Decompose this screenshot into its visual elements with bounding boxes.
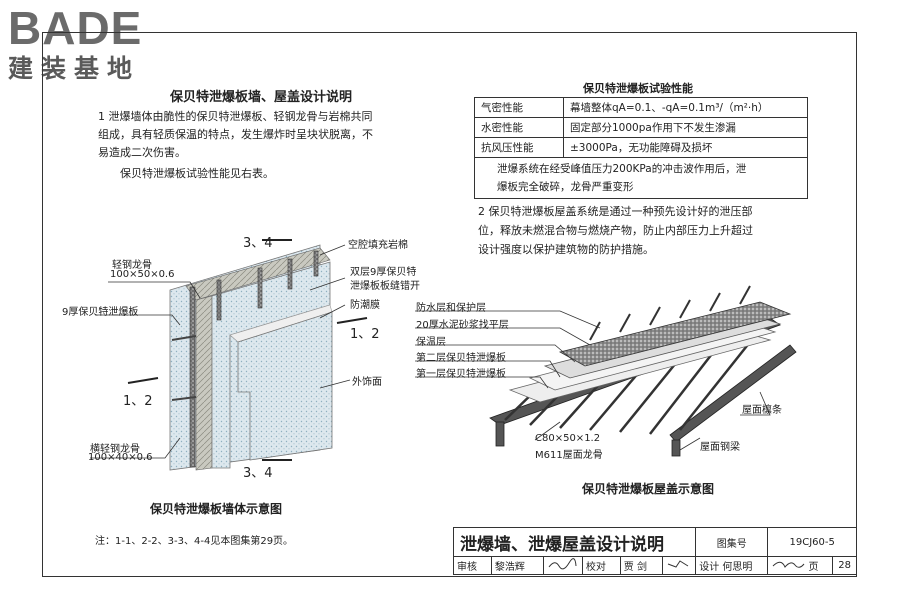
label-cross-keel-size: 100×40×0.6	[88, 452, 153, 463]
horizontal-keels	[171, 335, 197, 401]
design-label: 设计	[699, 562, 720, 573]
label-finish: 外饰面	[352, 377, 382, 388]
drawing-frame	[42, 32, 857, 577]
design-name: 何思明	[722, 562, 753, 573]
para2-line2: 位，释放未燃混合物与燃烧产物，防止内部压力上升超过	[478, 224, 753, 237]
label-waterproof: 防水层和保护层	[416, 303, 486, 314]
label-cavity: 空腔填充岩棉	[348, 240, 408, 251]
check-label: 校对	[581, 556, 621, 575]
leader-lines	[90, 244, 351, 459]
design-cell: 设计 何思明	[695, 556, 769, 575]
section-title: 保贝特泄爆板墙、屋盖设计说明	[170, 90, 353, 105]
review-name: 黎浩辉	[490, 556, 544, 575]
roof-top-rods	[589, 285, 751, 341]
table-row: 抗风压性能 ±3000Pa，无功能障碍及损坏	[474, 137, 808, 158]
label-board-9: 9厚保贝特泄爆板	[62, 307, 139, 318]
signature-icon	[548, 558, 577, 570]
label-keel-name: M611屋面龙骨	[535, 450, 603, 461]
label-light-keel-size: 100×50×0.6	[110, 269, 175, 280]
label-12-right: 1、2	[350, 327, 380, 342]
para1-line1: 1 泄爆墙体由脆性的保贝特泄爆板、轻钢龙骨与岩棉共同	[98, 110, 373, 123]
steel-studs	[189, 250, 319, 468]
label-moisture: 防潮膜	[350, 300, 380, 311]
title-block: 泄爆墙、泄爆屋盖设计说明 图集号 19CJ60-5 审核 黎浩辉 校对 贾 剑 …	[452, 527, 857, 575]
page-label: 页	[808, 562, 819, 573]
para1-line3: 易造成二次伤害。	[98, 146, 186, 159]
review-label: 审核	[453, 556, 492, 575]
para2-line1: 2 保贝特泄爆板屋盖系统是通过一种预先设计好的泄压部	[478, 205, 753, 218]
atlas-number: 19CJ60-5	[767, 527, 857, 557]
para2-line3: 设计强度以保护建筑物的防护措施。	[478, 243, 654, 256]
para1-line4: 保贝特泄爆板试验性能见右表。	[120, 167, 274, 180]
drawing-title: 泄爆墙、泄爆屋盖设计说明	[452, 527, 697, 557]
signature-icon	[668, 560, 689, 568]
label-mortar: 20厚水泥砂浆找平层	[416, 320, 509, 331]
label-34-bottom: 3、4	[243, 466, 273, 481]
page-number: 28	[832, 556, 857, 575]
roof-mortar	[558, 301, 792, 367]
row-label: 抗风压性能	[474, 137, 564, 158]
review-signature	[542, 556, 583, 575]
label-purlin: 屋面檩条	[742, 405, 782, 416]
brand-logo: BADE 建装基地	[8, 4, 142, 84]
label-light-keel: 轻钢龙骨	[112, 260, 152, 271]
label-layer1: 第一层保贝特泄爆板	[416, 369, 506, 380]
note-line1: 泄爆系统在经受峰值压力200KPa的冲击波作用后，泄	[497, 163, 747, 175]
check-signature	[662, 556, 697, 575]
table-note: 泄爆系统在经受峰值压力200KPa的冲击波作用后，泄 爆板完全破碎，龙骨严重变形	[474, 157, 808, 199]
check-name: 贾 剑	[619, 556, 664, 575]
para1-line2: 组成，具有轻质保温的特点，发生爆炸时呈块状脱离，不	[98, 128, 373, 141]
atlas-label: 图集号	[695, 527, 769, 557]
label-beam: 屋面钢梁	[700, 442, 740, 453]
signature-row: 审核 黎浩辉 校对 贾 剑 设计 何思明 页 28	[453, 556, 857, 575]
design-signature-cell: 页	[767, 556, 834, 575]
label-insulation: 保温层	[416, 337, 446, 348]
title-row: 泄爆墙、泄爆屋盖设计说明 图集号 19CJ60-5	[452, 527, 857, 557]
label-34-top: 3、4	[243, 236, 273, 251]
note-line2: 爆板完全破碎，龙骨严重变形	[497, 181, 634, 193]
wall-caption: 保贝特泄爆板墙体示意图	[150, 502, 283, 516]
roof-leader-lines	[415, 310, 771, 451]
logo-subtext: 建装基地	[8, 54, 141, 83]
signature-icon	[772, 561, 805, 568]
label-keel-size: C80×50×1.2	[535, 433, 601, 444]
footnote: 注：1-1、2-2、3-3、4-4见本图集第29页。	[95, 536, 294, 547]
label-12-left: 1、2	[123, 394, 153, 409]
label-double-layer-2: 泄爆板板缝错开	[350, 281, 420, 292]
table-note-row: 泄爆系统在经受峰值压力200KPa的冲击波作用后，泄 爆板完全破碎，龙骨严重变形	[474, 157, 808, 199]
label-double-layer-1: 双层9厚保贝特	[350, 267, 417, 278]
performance-table: 气密性能 幕墙整体qA=0.1、-qA=0.1m³/（m²·h） 水密性能 固定…	[474, 97, 808, 199]
section-marks	[127, 239, 368, 461]
roof-caption: 保贝特泄爆板屋盖示意图	[582, 482, 715, 496]
row-value: ±3000Pa，无功能障碍及损坏	[563, 137, 808, 158]
table-row: 水密性能 固定部分1000pa作用下不发生渗漏	[474, 117, 808, 138]
table-title: 保贝特泄爆板试验性能	[583, 82, 693, 95]
label-layer2: 第二层保贝特泄爆板	[416, 353, 506, 364]
logo-text: BADE	[8, 2, 143, 54]
label-cross-keel: 横轻钢龙骨	[90, 444, 140, 455]
